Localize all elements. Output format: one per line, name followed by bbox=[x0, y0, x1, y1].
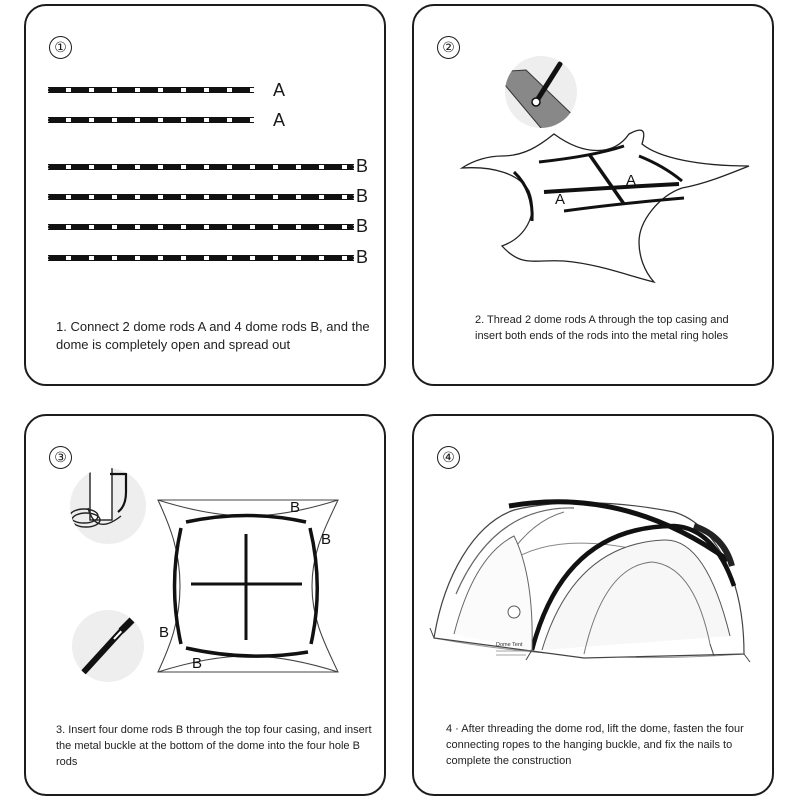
dome-rod-a-1 bbox=[48, 87, 254, 93]
dome-rod-b-2 bbox=[48, 194, 354, 200]
rod-b-right bbox=[308, 527, 319, 645]
step-4-caption: 4 · After threading the dome rod, lift t… bbox=[446, 723, 744, 767]
rod-label-b-right: B bbox=[321, 531, 331, 548]
rod-b-top bbox=[185, 513, 307, 524]
rod-label-a-1: A bbox=[273, 80, 286, 100]
rod-label-b-4: B bbox=[356, 247, 369, 267]
square-frame-diagram: B B B B bbox=[70, 468, 339, 682]
step-2-panel: ② A A 2. Thread 2 dome rods A through th… bbox=[412, 4, 774, 386]
step-3-panel: ③ B B bbox=[24, 414, 386, 796]
square-fabric bbox=[157, 499, 339, 673]
casing-right bbox=[638, 154, 683, 183]
rod-label-a-left: A bbox=[555, 191, 565, 208]
casing-left bbox=[512, 170, 534, 222]
step-number-3: ③ bbox=[49, 446, 72, 469]
step-number-2: ② bbox=[437, 36, 460, 59]
rod-label-b-bottom: B bbox=[192, 655, 202, 672]
step-1-caption: 1. Connect 2 dome rods A and 4 dome rods… bbox=[56, 319, 370, 352]
tent-logo-badge bbox=[507, 605, 521, 619]
dome-tent-illustration: Dome Tent bbox=[429, 499, 751, 663]
dome-rod-b-1 bbox=[48, 164, 354, 170]
rod-b-bottom bbox=[185, 646, 309, 658]
rod-end-detail-icon bbox=[79, 617, 135, 677]
step-number-4: ④ bbox=[437, 446, 460, 469]
rod-label-a-2: A bbox=[273, 110, 286, 130]
step-1-panel: ① A A B B B B 1. Connect 2 dome rods A a… bbox=[24, 4, 386, 386]
dome-rod-front-arch bbox=[529, 523, 737, 651]
step-2-caption: 2. Thread 2 dome rods A through the top … bbox=[475, 314, 729, 342]
rod-label-b-3: B bbox=[356, 216, 369, 236]
rod-label-b-top: B bbox=[290, 499, 300, 516]
dome-rod-a-2 bbox=[48, 117, 254, 123]
dome-rod-b-4 bbox=[48, 255, 354, 261]
rod-b-left bbox=[172, 527, 183, 645]
ring-detail-icon bbox=[505, 61, 577, 128]
rod-label-b-1: B bbox=[356, 156, 369, 176]
tent-brand-text: Dome Tent bbox=[496, 642, 523, 648]
dome-rod-b-3 bbox=[48, 224, 354, 230]
canopy-diagram: A A bbox=[459, 56, 750, 284]
step-number-1: ① bbox=[49, 36, 72, 59]
rod-label-a-right: A bbox=[626, 172, 636, 189]
step-4-panel: ④ Dome Tent 4 · After threading the dome… bbox=[412, 414, 774, 796]
step-3-caption: 3. Insert four dome rods B through the t… bbox=[56, 724, 372, 768]
rod-label-b-2: B bbox=[356, 186, 369, 206]
rod-label-b-left: B bbox=[159, 624, 169, 641]
rod-a-diagonal bbox=[587, 152, 626, 206]
rod-a-horizontal bbox=[543, 182, 680, 194]
dome-rod-front-top bbox=[508, 499, 730, 563]
